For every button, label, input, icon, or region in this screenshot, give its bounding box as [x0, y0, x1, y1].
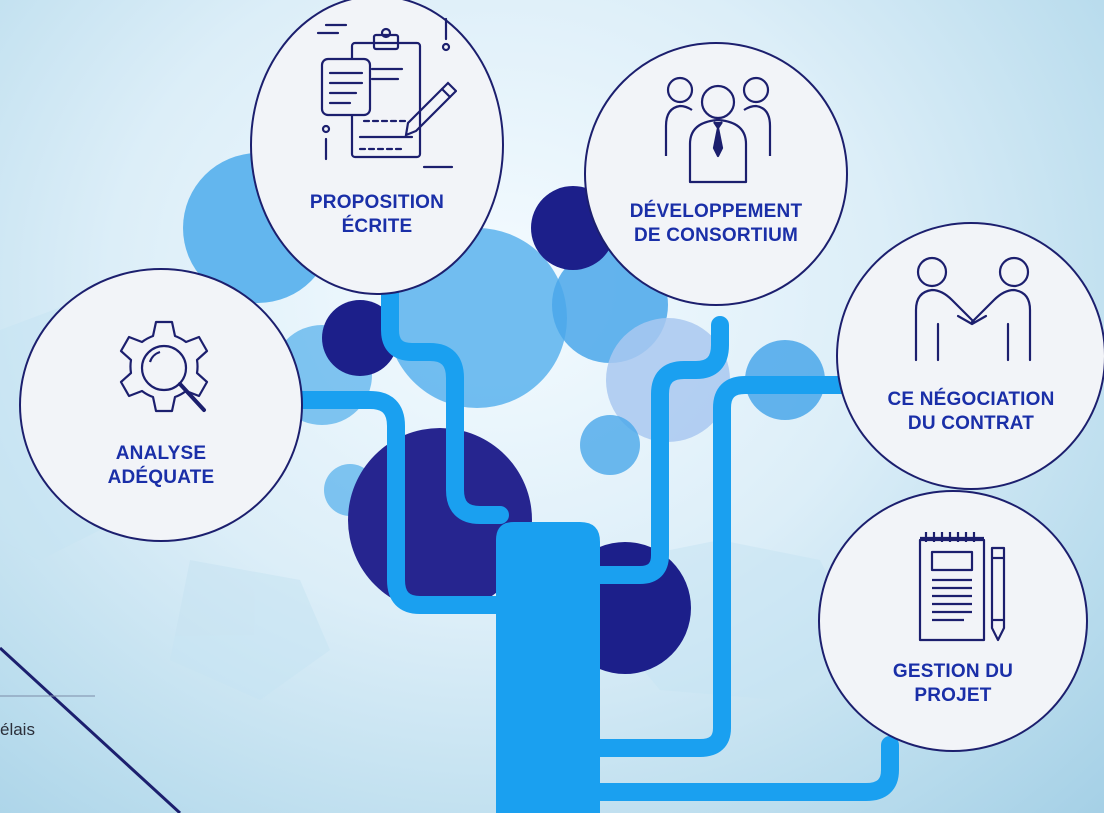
- node-gestion-label: GESTION DU PROJET: [892, 661, 1014, 707]
- notepad-pencil-icon: [918, 532, 1006, 642]
- node-gestion[interactable]: GESTION DU PROJET: [818, 490, 1088, 752]
- bubble: [580, 415, 640, 475]
- clipboard-pencil-icon: [316, 17, 457, 169]
- bubble-dark: [322, 300, 398, 376]
- group-people-icon: [664, 76, 772, 184]
- node-analyse-label: ANALYSE ADÉQUATE: [107, 443, 215, 489]
- node-negociation-label: CE NÉGOCIATION DU CONTRAT: [887, 389, 1055, 435]
- node-proposition[interactable]: PROPOSITION ÉCRITE: [250, 0, 504, 295]
- node-developpement-label: DÉVELOPPEMENT DE CONSORTIUM: [629, 201, 803, 247]
- gear-search-icon: [119, 320, 209, 413]
- node-proposition-label: PROPOSITION ÉCRITE: [309, 192, 445, 238]
- central-trunk: [496, 522, 600, 813]
- handshake-icon: [914, 256, 1032, 362]
- node-analyse[interactable]: ANALYSE ADÉQUATE: [19, 268, 303, 542]
- partial-side-text: élais: [0, 720, 35, 739]
- pipe-network: [291, 281, 899, 801]
- decorative-line: [0, 646, 182, 813]
- node-negociation[interactable]: CE NÉGOCIATION DU CONTRAT: [836, 222, 1104, 490]
- node-developpement[interactable]: DÉVELOPPEMENT DE CONSORTIUM: [584, 42, 848, 306]
